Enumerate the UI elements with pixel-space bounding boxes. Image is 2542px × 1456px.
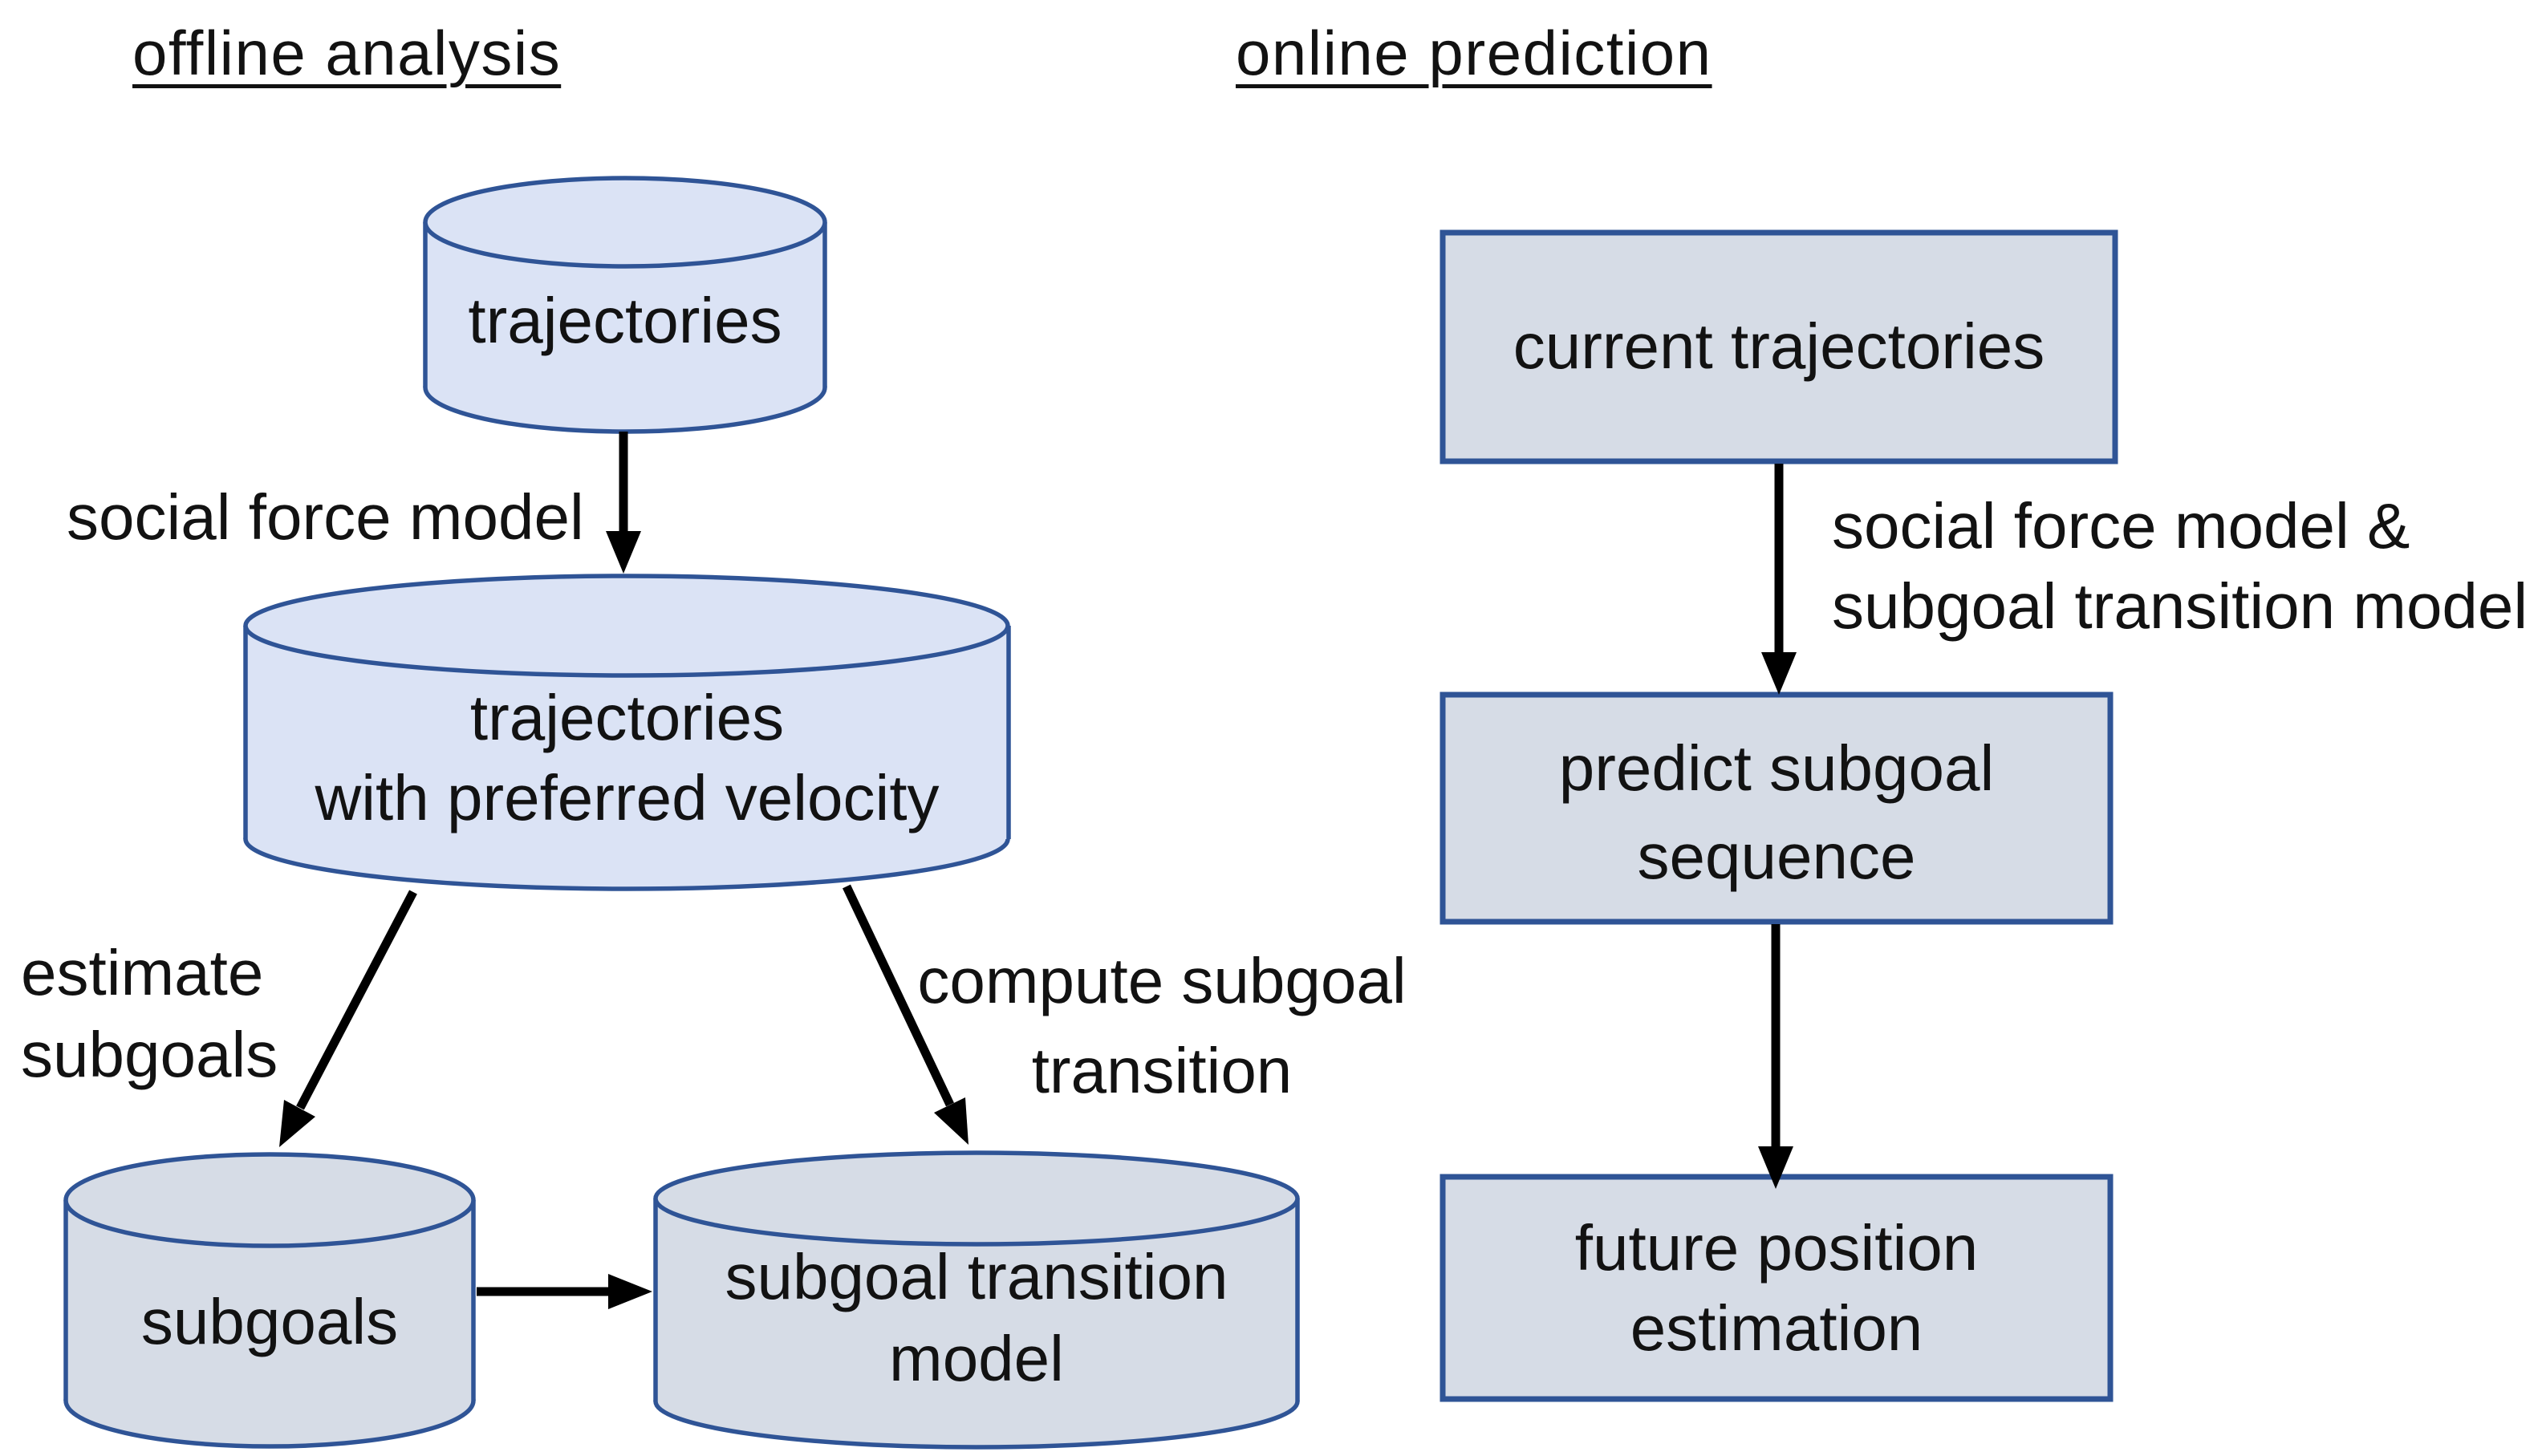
label-trajectories-preferred-velocity: trajectories with preferred velocity	[246, 678, 1009, 838]
label-trajectories: trajectories	[468, 285, 782, 356]
label-line: transition	[1031, 1035, 1293, 1106]
edge-label-sfm-and-stm: social force model & subgoal transition …	[1832, 486, 2528, 647]
edge-label-estimate-subgoals: estimate subgoals	[21, 932, 278, 1096]
label-future-position-estimation: future position estimation	[1443, 1208, 2110, 1369]
arrow-compute-subgoal-transition	[843, 884, 968, 1145]
label-current-trajectories: current trajectories	[1513, 310, 2045, 382]
label-line: predict subgoal	[1558, 732, 1995, 804]
label-line: subgoal transition	[725, 1241, 1228, 1312]
section-title-online: online prediction	[1236, 18, 1712, 88]
edge-label-compute-subgoal-transition: compute subgoal transition	[841, 936, 1483, 1116]
label-predict-subgoal-sequence: predict subgoal sequence	[1443, 724, 2110, 901]
label-line: model	[889, 1323, 1064, 1394]
section-title-offline: offline analysis	[132, 18, 562, 88]
label-line: future position	[1574, 1212, 1979, 1284]
label-line: estimation	[1630, 1292, 1923, 1364]
label-line: subgoals	[21, 1019, 278, 1090]
label-line: sequence	[1637, 821, 1916, 892]
edge-label-social-force-model: social force model	[67, 481, 584, 553]
label-line: compute subgoal	[917, 945, 1407, 1016]
arrow-estimate-subgoals	[279, 890, 417, 1147]
box-current-trajectories	[1440, 229, 2118, 464]
cylinder-trajectories-preferred-velocity	[243, 574, 1011, 891]
cylinder-subgoals	[63, 1152, 476, 1449]
cylinder-subgoal-transition-model	[653, 1150, 1300, 1450]
label-subgoal-transition-model: subgoal transition model	[656, 1236, 1297, 1400]
label-line: social force model &	[1832, 490, 2410, 562]
label-line: trajectories	[469, 682, 785, 753]
arrow-trajectories-to-preferred-velocity	[606, 432, 641, 574]
arrow-predict-to-future	[1758, 924, 1793, 1189]
arrow-current-to-predict	[1761, 464, 1797, 695]
box-predict-subgoal-sequence	[1440, 691, 2114, 925]
arrow-subgoals-to-transition-model	[477, 1274, 652, 1309]
label-subgoals: subgoals	[140, 1286, 399, 1357]
cylinder-trajectories	[423, 176, 827, 434]
box-future-position-estimation	[1440, 1174, 2114, 1402]
label-line: subgoal transition model	[1832, 570, 2528, 642]
label-line: estimate	[21, 937, 264, 1008]
label-line: with preferred velocity	[315, 762, 940, 833]
